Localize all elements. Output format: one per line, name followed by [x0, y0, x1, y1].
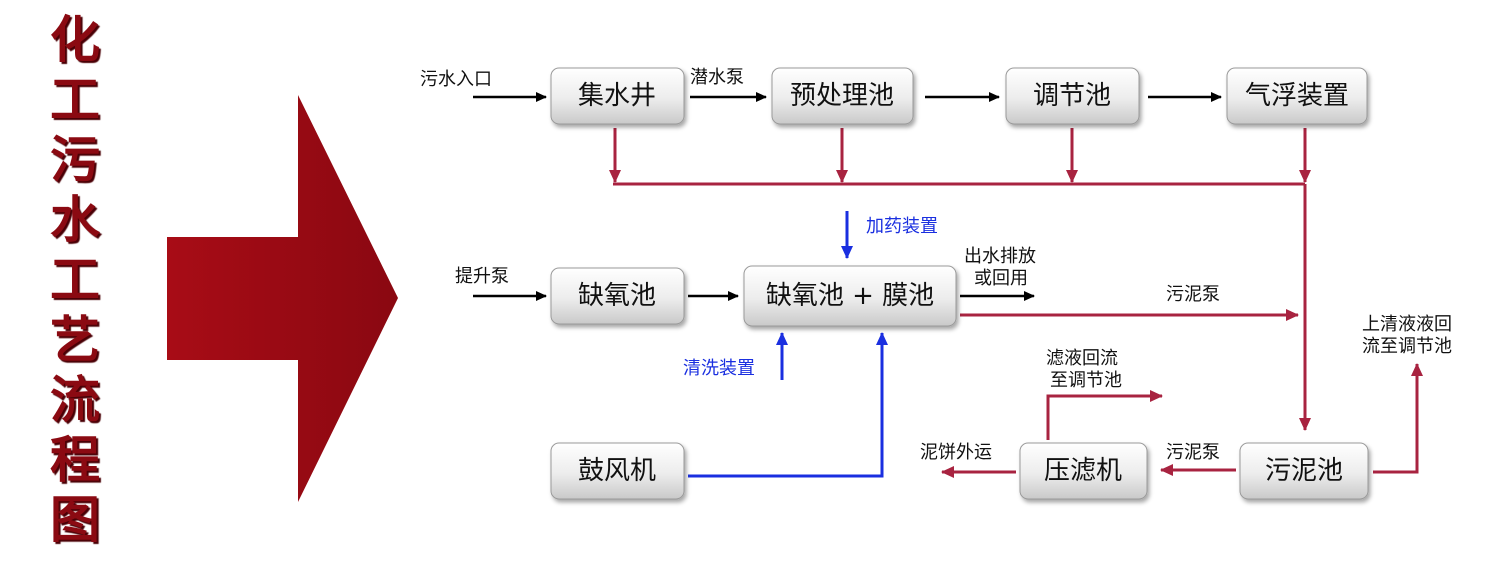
- label-sludge-pump-top: 污泥泵: [1166, 284, 1220, 305]
- box-filter-press: 压滤机: [1019, 442, 1148, 500]
- label-dosing-device: 加药装置: [866, 216, 938, 237]
- box-collection-well: 集水井: [550, 67, 685, 125]
- box-label: 预处理池: [790, 81, 894, 111]
- label-effluent-1: 出水排放: [964, 246, 1036, 267]
- label-sludge-pump-bottom: 污泥泵: [1166, 442, 1220, 463]
- label-effluent-2: 或回用: [974, 268, 1028, 289]
- box-sludge-tank: 污泥池: [1239, 442, 1369, 500]
- title-char: 工: [50, 70, 100, 129]
- label-filtrate-2: 至调节池: [1050, 370, 1122, 391]
- right-arrow-icon: [167, 95, 398, 502]
- label-cake-out: 泥饼外运: [920, 442, 992, 463]
- title-char: 工: [50, 250, 100, 309]
- box-label: 压滤机: [1044, 456, 1122, 486]
- box-label: 污泥池: [1265, 456, 1343, 486]
- box-label: 缺氧池: [578, 281, 656, 311]
- box-pretreatment-tank: 预处理池: [771, 67, 914, 125]
- title-char: 图: [50, 490, 100, 549]
- box-equalization-tank: 调节池: [1005, 67, 1140, 125]
- label-inlet: 污水入口: [420, 69, 492, 90]
- box-label: 气浮装置: [1245, 81, 1349, 111]
- title-char: 化: [50, 10, 100, 69]
- title-char: 艺: [50, 310, 100, 369]
- label-cleaning-device: 清洗装置: [683, 358, 755, 379]
- box-anoxic-tank: 缺氧池: [550, 267, 685, 325]
- box-anoxic-membrane-tank: 缺氧池 + 膜池: [743, 265, 957, 327]
- supernatant-return-line: [1373, 363, 1423, 474]
- label-supernatant-2: 流至调节池: [1362, 336, 1452, 357]
- title-char: 污: [50, 130, 100, 189]
- blower-air-line: [688, 332, 888, 478]
- label-supernatant-1: 上清液液回: [1362, 314, 1452, 335]
- title-char: 水: [50, 190, 100, 249]
- filtrate-return-line: [1046, 390, 1163, 440]
- title-char: 流: [50, 370, 100, 429]
- vertical-title: 化 工 污 水 工 艺 流 程 图: [30, 10, 120, 550]
- box-blower: 鼓风机: [550, 442, 685, 500]
- box-label: 缺氧池 + 膜池: [766, 281, 934, 311]
- box-label: 集水井: [578, 81, 656, 111]
- label-lift-pump: 提升泵: [455, 266, 509, 287]
- box-air-flotation: 气浮装置: [1226, 67, 1368, 125]
- big-arrow-graphic: [167, 95, 398, 502]
- box-label: 鼓风机: [578, 456, 656, 486]
- label-filtrate-1: 滤液回流: [1046, 348, 1118, 369]
- box-label: 调节池: [1033, 81, 1111, 111]
- title-char: 程: [50, 430, 100, 489]
- label-submersible-pump: 潜水泵: [690, 67, 744, 88]
